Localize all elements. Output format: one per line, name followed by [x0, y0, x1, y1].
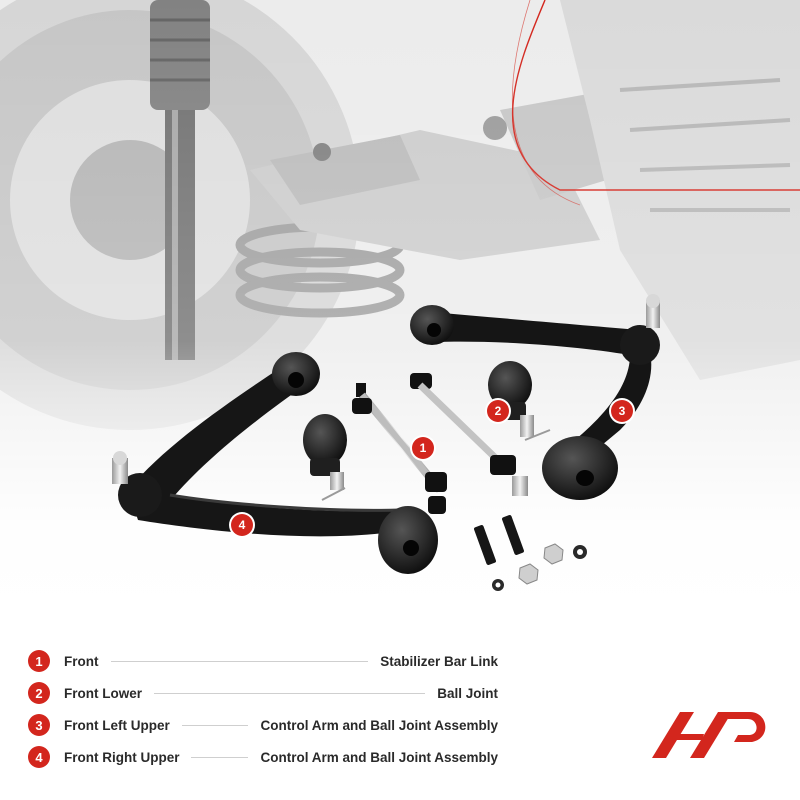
- brand-logo-icon: [652, 712, 766, 758]
- callout-4: 4: [231, 514, 253, 536]
- leader-line: [191, 756, 249, 758]
- legend-part-name: Ball Joint: [437, 685, 498, 701]
- control-arm-right-upper: [112, 352, 438, 574]
- ball-joint-left: [303, 414, 347, 501]
- legend-position: Front Left Upper: [64, 717, 170, 733]
- legend-number-badge: 4: [28, 746, 50, 768]
- stabilizer-link-left: [352, 383, 447, 514]
- legend-position: Front Right Upper: [64, 749, 180, 765]
- callout-1: 1: [412, 437, 434, 459]
- legend-row: 3 Front Left Upper Control Arm and Ball …: [28, 709, 498, 741]
- stabilizer-link-right: [410, 373, 528, 496]
- legend-number-badge: 1: [28, 650, 50, 672]
- legend-part-name: Control Arm and Ball Joint Assembly: [260, 717, 498, 733]
- product-illustration: [0, 0, 800, 620]
- legend-position: Front: [64, 653, 99, 669]
- legend-part-name: Control Arm and Ball Joint Assembly: [260, 749, 498, 765]
- legend-position: Front Lower: [64, 685, 142, 701]
- leader-line: [110, 660, 369, 662]
- legend-part-name: Stabilizer Bar Link: [380, 653, 498, 669]
- legend-number-badge: 2: [28, 682, 50, 704]
- legend-row: 1 Front Stabilizer Bar Link: [28, 645, 498, 677]
- callout-3: 3: [611, 400, 633, 422]
- callout-2: 2: [487, 400, 509, 422]
- leader-line: [154, 692, 426, 694]
- legend-number-badge: 3: [28, 714, 50, 736]
- parts-legend: 1 Front Stabilizer Bar Link 2 Front Lowe…: [28, 645, 498, 773]
- control-arm-left-upper: [410, 294, 660, 500]
- hardware-kit: [474, 515, 587, 591]
- legend-row: 2 Front Lower Ball Joint: [28, 677, 498, 709]
- legend-row: 4 Front Right Upper Control Arm and Ball…: [28, 741, 498, 773]
- leader-line: [181, 724, 249, 726]
